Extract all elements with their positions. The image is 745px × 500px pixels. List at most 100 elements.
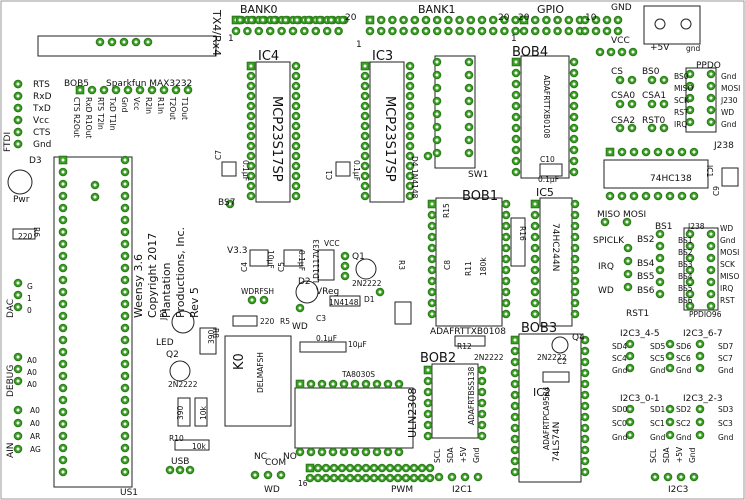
pcb-pad [501,287,511,297]
ic2-label: IC2 [533,386,551,399]
i2c1-5v: +5V [459,446,468,463]
pcb-pad [120,239,130,249]
pcb-pad [120,419,130,429]
pcb-pad [488,26,498,36]
pcb-pad [570,232,580,242]
pcb-pad [695,417,705,427]
pcb-outline [255,61,291,203]
pwr-gnd-label: gnd [686,44,701,53]
pcb-outline [295,280,319,304]
sw1-label: SW1 [468,170,489,180]
pcb-pad [120,203,130,213]
pcb-pad [58,443,68,453]
csa0-label: CSA0 [611,91,636,101]
pcb-pad [511,101,521,111]
pcb-outline [294,387,414,449]
pcb-pad [455,26,464,36]
pcb-pad [444,26,453,36]
pcb-pad [246,181,256,191]
pcb-pad [501,199,511,209]
pcb-pad [291,81,301,91]
pcb-pad [511,167,521,177]
pcb-pad [369,473,379,483]
pcb-pad [401,463,411,473]
bob4-part: ADAFRTTXB0108 [542,75,551,139]
csa2-label: CSA2 [611,116,636,126]
pcb-pad [623,256,633,266]
pcb-pad [464,57,474,67]
pcb-pad [328,379,338,389]
pcb-outline [510,217,526,267]
r15-label: R15 [442,203,451,218]
bank1-pin1: 1 [356,40,362,50]
pcb-pad [427,243,437,253]
gnd-23b: Gnd [718,433,734,442]
pcb-pad [58,179,68,189]
pcb-pad [246,141,256,151]
pcb-pad [58,215,68,225]
bob1-part: ADAFRTTXB0108 [430,327,506,337]
pcb-pad [500,26,509,36]
sparkfun-label: Sparkfun MAX3232 [106,79,193,89]
pcb-pad [58,311,68,321]
pcb-pad [365,26,375,36]
pcb-pad [427,210,437,220]
pcb-pad [13,91,23,101]
pcb-pad [477,398,487,408]
pcb-pad [306,379,316,389]
pcb-pad [434,472,444,482]
pcb-pad [580,379,590,389]
pcb-pad [570,265,580,275]
d4-label: D4 1N4148 [410,156,419,199]
pcb-pad [58,227,68,237]
pcb-pad [58,251,68,261]
pcb-pad [120,395,130,405]
gnd-67a: Gnd [676,366,692,375]
pcb-pad [689,191,699,201]
pcb-outline [169,360,191,382]
pcb-pad [570,210,580,220]
max-col-4: Gnd [120,97,129,113]
rst1-label: RST1 [626,309,650,319]
d1-value: 1N4148 [329,298,359,307]
pcb-pad [361,447,371,457]
pcb-pad [423,365,433,375]
miso-label: MISO [597,210,621,220]
pwr-5v-label: +5V [650,43,670,53]
pcb-outline [174,439,210,451]
pcb-pad [570,298,580,308]
ld-label: LD1117V33 [312,239,321,283]
pcb-pad [339,447,349,457]
teensy-line-2: Copyright 2017 [146,232,159,318]
pcb-pad [95,37,105,47]
pcb-pad [360,101,370,111]
c6-value: 10µF [348,340,367,349]
pcb-pad [394,379,404,389]
pcb-pad [295,447,305,457]
pcb-pad [405,111,415,121]
gnd-45b: Gnd [650,366,666,375]
pcb-pad [569,90,579,100]
pcb-pad [477,431,487,441]
r12-label: R12 [457,342,472,351]
pcb-pad [317,379,327,389]
bank0-pin1: 1 [228,34,234,44]
pcb-pad [689,472,699,482]
pcb-pad [311,26,321,36]
pcb-pad [58,155,68,165]
pcb-outline [12,228,36,240]
pcb-pad [530,309,540,319]
pcb-pad [361,473,371,483]
sc7-label: SC7 [718,354,733,363]
pcb-pad [385,473,395,483]
pcb-pad [369,463,379,473]
c8-label: C8 [443,259,452,270]
pcb-pad [427,309,437,319]
pcb-pad [388,15,397,25]
debug-label: DEBUG [6,364,16,397]
pcb-pad [425,473,435,483]
pcb-pad [510,412,520,422]
bs-col-2: BS3 [678,260,693,269]
j238-label: J238 [714,141,734,151]
pcb-outline [369,61,405,203]
